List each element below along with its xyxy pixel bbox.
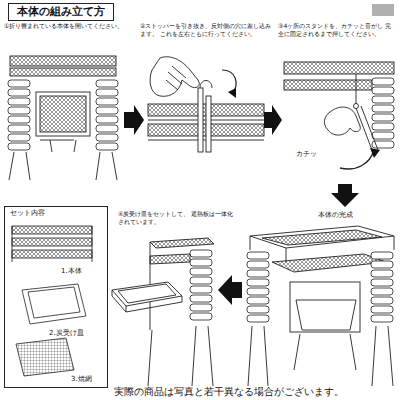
set-contents-illustration <box>12 226 92 376</box>
step1-grill <box>8 56 118 180</box>
contents-box: セット内容 1.本体 2.炭受け皿 3.焼網 <box>4 206 108 388</box>
part-name: 3.焼網 <box>71 375 92 384</box>
box-heading: セット内容 <box>10 209 45 218</box>
step-instruction: ④炭受け皿をセットして、 遮熱板は一体化されています。 <box>118 210 238 226</box>
step4-tray <box>112 238 214 386</box>
title-box: 本体の組み立て方 <box>8 3 114 21</box>
part-name: 2.炭受け皿 <box>49 329 84 338</box>
step2-stopper <box>148 57 264 152</box>
corner-mark <box>372 4 394 16</box>
result-label: 本体の完成 <box>318 211 353 219</box>
step-arrow <box>264 105 282 135</box>
part-name: 1.本体 <box>61 267 82 276</box>
step-instruction: ②ストッパーを引き抜き、反対側の穴に差し込みます。 これを左右ともに行ってくださ… <box>140 22 272 38</box>
completed-grill <box>247 226 394 386</box>
step-arrow <box>124 105 144 135</box>
step-arrow <box>218 275 242 305</box>
step-instruction: ①折り畳まれている本体を開いてください。 <box>4 22 128 30</box>
caption: 実際の商品は写真と若干異なる場合がございます。 <box>114 385 344 398</box>
sound-label: カチッ <box>296 150 317 158</box>
step-instruction: ③4ヶ所のスタンドを、カチッと音がし 完全に固定されるまで押してください。 <box>278 22 396 38</box>
step-arrow <box>331 184 359 207</box>
step3-stand <box>284 62 394 169</box>
